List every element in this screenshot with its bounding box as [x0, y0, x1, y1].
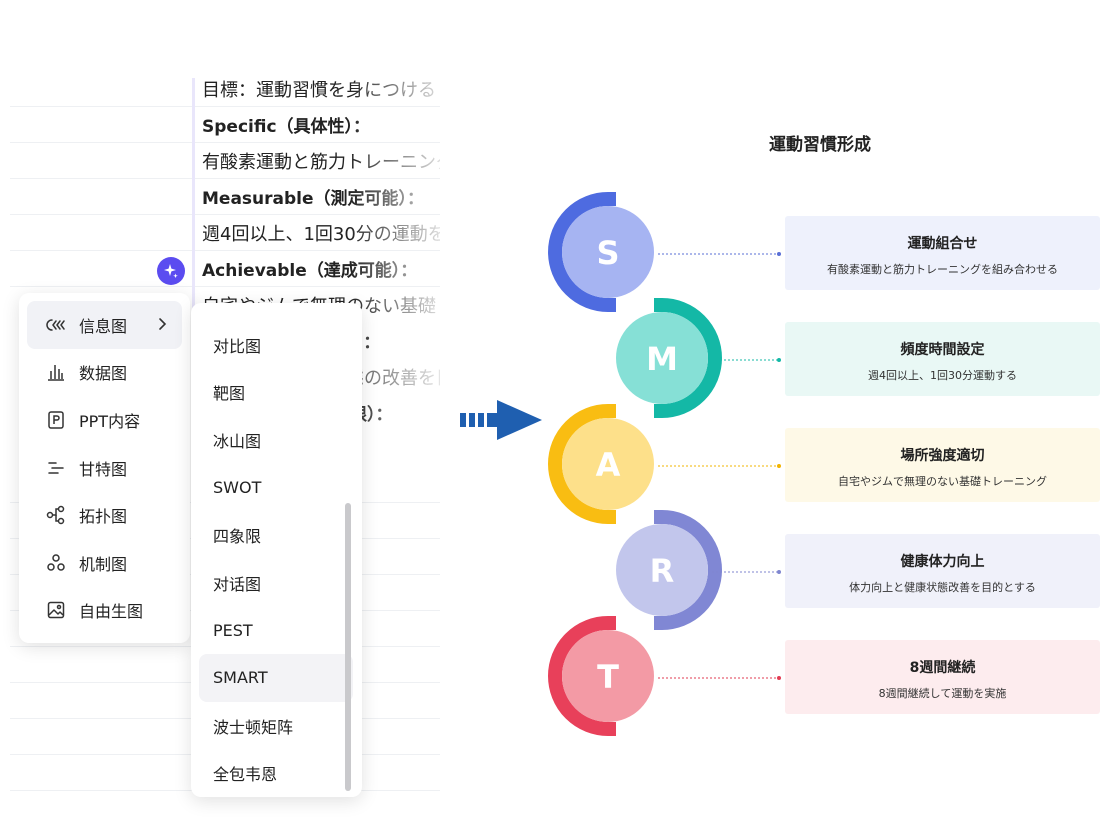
smart-card-desc: 有酸素運動と筋力トレーニングを組み合わせる [827, 263, 1058, 276]
smart-card-s: 運動組合せ有酸素運動と筋力トレーニングを組み合わせる [785, 216, 1100, 290]
menu-item-label: 自由生图 [79, 602, 144, 622]
menu-item-label: 甘特图 [79, 459, 128, 479]
smart-ring-s [548, 192, 616, 312]
row-divider [10, 178, 440, 179]
submenu-item-comparison[interactable]: 对比图 [213, 336, 262, 356]
smart-card-title: 頻度時間設定 [900, 342, 985, 358]
submenu-item-target[interactable]: 靶图 [213, 384, 246, 404]
smart-card-title: 健康体力向上 [900, 554, 985, 570]
submenu-item-smart[interactable]: SMART [199, 654, 353, 702]
menu-item-label: 信息图 [79, 316, 128, 336]
menu-item-label: 拓扑图 [79, 507, 128, 527]
smart-circle-a [562, 418, 654, 510]
connector-dot [777, 570, 781, 574]
row-divider [10, 286, 440, 287]
doc-line[interactable]: Achievable（達成可能）： [202, 261, 418, 281]
smart-letter: S [596, 234, 619, 272]
smart-circle-t [562, 630, 654, 722]
menu-item-label: PPT内容 [79, 411, 141, 431]
menu-item-gantt[interactable]: 甘特图 [27, 444, 182, 492]
row-divider [10, 142, 440, 143]
smart-circle-s [562, 206, 654, 298]
menu-item-label: 数据图 [79, 364, 128, 384]
smart-letter: M [646, 340, 678, 378]
topology-icon [45, 504, 67, 526]
ppt-icon [45, 409, 67, 431]
infographic-submenu: 对比图 靶图 冰山图 SWOT 四象限 对话图 PEST SMART 波士顿矩阵… [191, 303, 362, 797]
menu-item-ppt[interactable]: PPT内容 [27, 396, 182, 444]
submenu-item-boston-matrix[interactable]: 波士顿矩阵 [213, 717, 294, 737]
smart-card-t: 8週間継続 8週間継続して運動を実施 [785, 640, 1100, 714]
arrow-right-icon [460, 400, 542, 440]
connector-dot [777, 676, 781, 680]
smart-card-desc: 体力向上と健康状態改善を目的とする [849, 581, 1036, 594]
smart-circle-m [616, 312, 708, 404]
menu-item-label: 机制图 [79, 554, 128, 574]
chevron-right-icon [159, 318, 167, 330]
connector-dot [777, 358, 781, 362]
smart-circle-r [616, 524, 708, 616]
smart-card-title: 8週間継続 [909, 660, 976, 676]
mechanism-icon [45, 552, 67, 574]
connector-dot [777, 464, 781, 468]
sparkle-icon [164, 264, 178, 279]
submenu-scrollbar[interactable] [345, 503, 351, 791]
smart-card-desc: 8週間継続して運動を実施 [878, 687, 1007, 700]
connector-dot [777, 252, 781, 256]
menu-item-data-chart[interactable]: 数据图 [27, 349, 182, 397]
row-divider [10, 106, 440, 107]
smart-ring-m [654, 298, 722, 418]
smart-infographic: S M A R T [548, 192, 781, 736]
smart-letter: A [596, 446, 621, 484]
smart-card-a: 場所強度適切自宅やジムで無理のない基礎トレーニング [785, 428, 1100, 502]
menu-item-mechanism[interactable]: 机制图 [27, 539, 182, 587]
smart-card-title: 運動組合せ [907, 236, 978, 252]
selection-edge [192, 78, 195, 478]
menu-item-infographic[interactable]: 信息图 [27, 301, 182, 349]
submenu-item-iceberg[interactable]: 冰山图 [213, 431, 262, 451]
smart-letter: R [650, 552, 675, 590]
submenu-item-swot[interactable]: SWOT [213, 478, 262, 498]
doc-line[interactable]: 目標：運動習慣を身につける [202, 80, 436, 101]
doc-line[interactable]: 週4回以上、1回30分の運動を [202, 224, 440, 245]
bar-chart-icon [45, 361, 67, 383]
editor-area: 目標：運動習慣を身につける Specific（具体性）： 有酸素運動と筋力トレー… [0, 0, 440, 840]
smart-card-title: 場所強度適切 [900, 448, 985, 464]
smart-card-m: 頻度時間設定週4回以上、1回30分運動する [785, 322, 1100, 396]
doc-line[interactable]: Specific（具体性）： [202, 117, 371, 137]
doc-line[interactable]: 有酸素運動と筋力トレーニング [202, 152, 440, 173]
row-divider [10, 250, 440, 251]
smart-ring-a [548, 404, 616, 524]
ai-sparkle-button[interactable] [157, 257, 185, 285]
smart-ring-r [654, 510, 722, 630]
smart-card-desc: 自宅やジムで無理のない基礎トレーニング [838, 475, 1047, 488]
infographic-title: 運動習慣形成 [769, 135, 871, 155]
smart-card-r: 健康体力向上体力向上と健康状態改善を目的とする [785, 534, 1100, 608]
submenu-item-dialogue[interactable]: 对话图 [213, 574, 262, 594]
submenu-item-pest[interactable]: PEST [213, 620, 253, 640]
submenu-item-quadrant[interactable]: 四象限 [213, 527, 262, 547]
menu-item-topology[interactable]: 拓扑图 [27, 491, 182, 539]
smart-letter: T [597, 658, 619, 696]
smart-card-desc: 週4回以上、1回30分運動する [868, 369, 1017, 382]
image-icon [45, 599, 67, 621]
gantt-icon [45, 457, 67, 479]
infographic-icon [45, 314, 67, 336]
row-divider [10, 214, 440, 215]
smart-ring-t [548, 616, 616, 736]
doc-line[interactable]: Measurable（測定可能）： [202, 189, 425, 209]
insert-chart-menu: 信息图 数据图 PPT内容 甘特图 拓扑图 [19, 293, 190, 643]
menu-item-free-image[interactable]: 自由生图 [27, 587, 182, 635]
submenu-item-venn[interactable]: 全包韦恩 [213, 765, 278, 785]
